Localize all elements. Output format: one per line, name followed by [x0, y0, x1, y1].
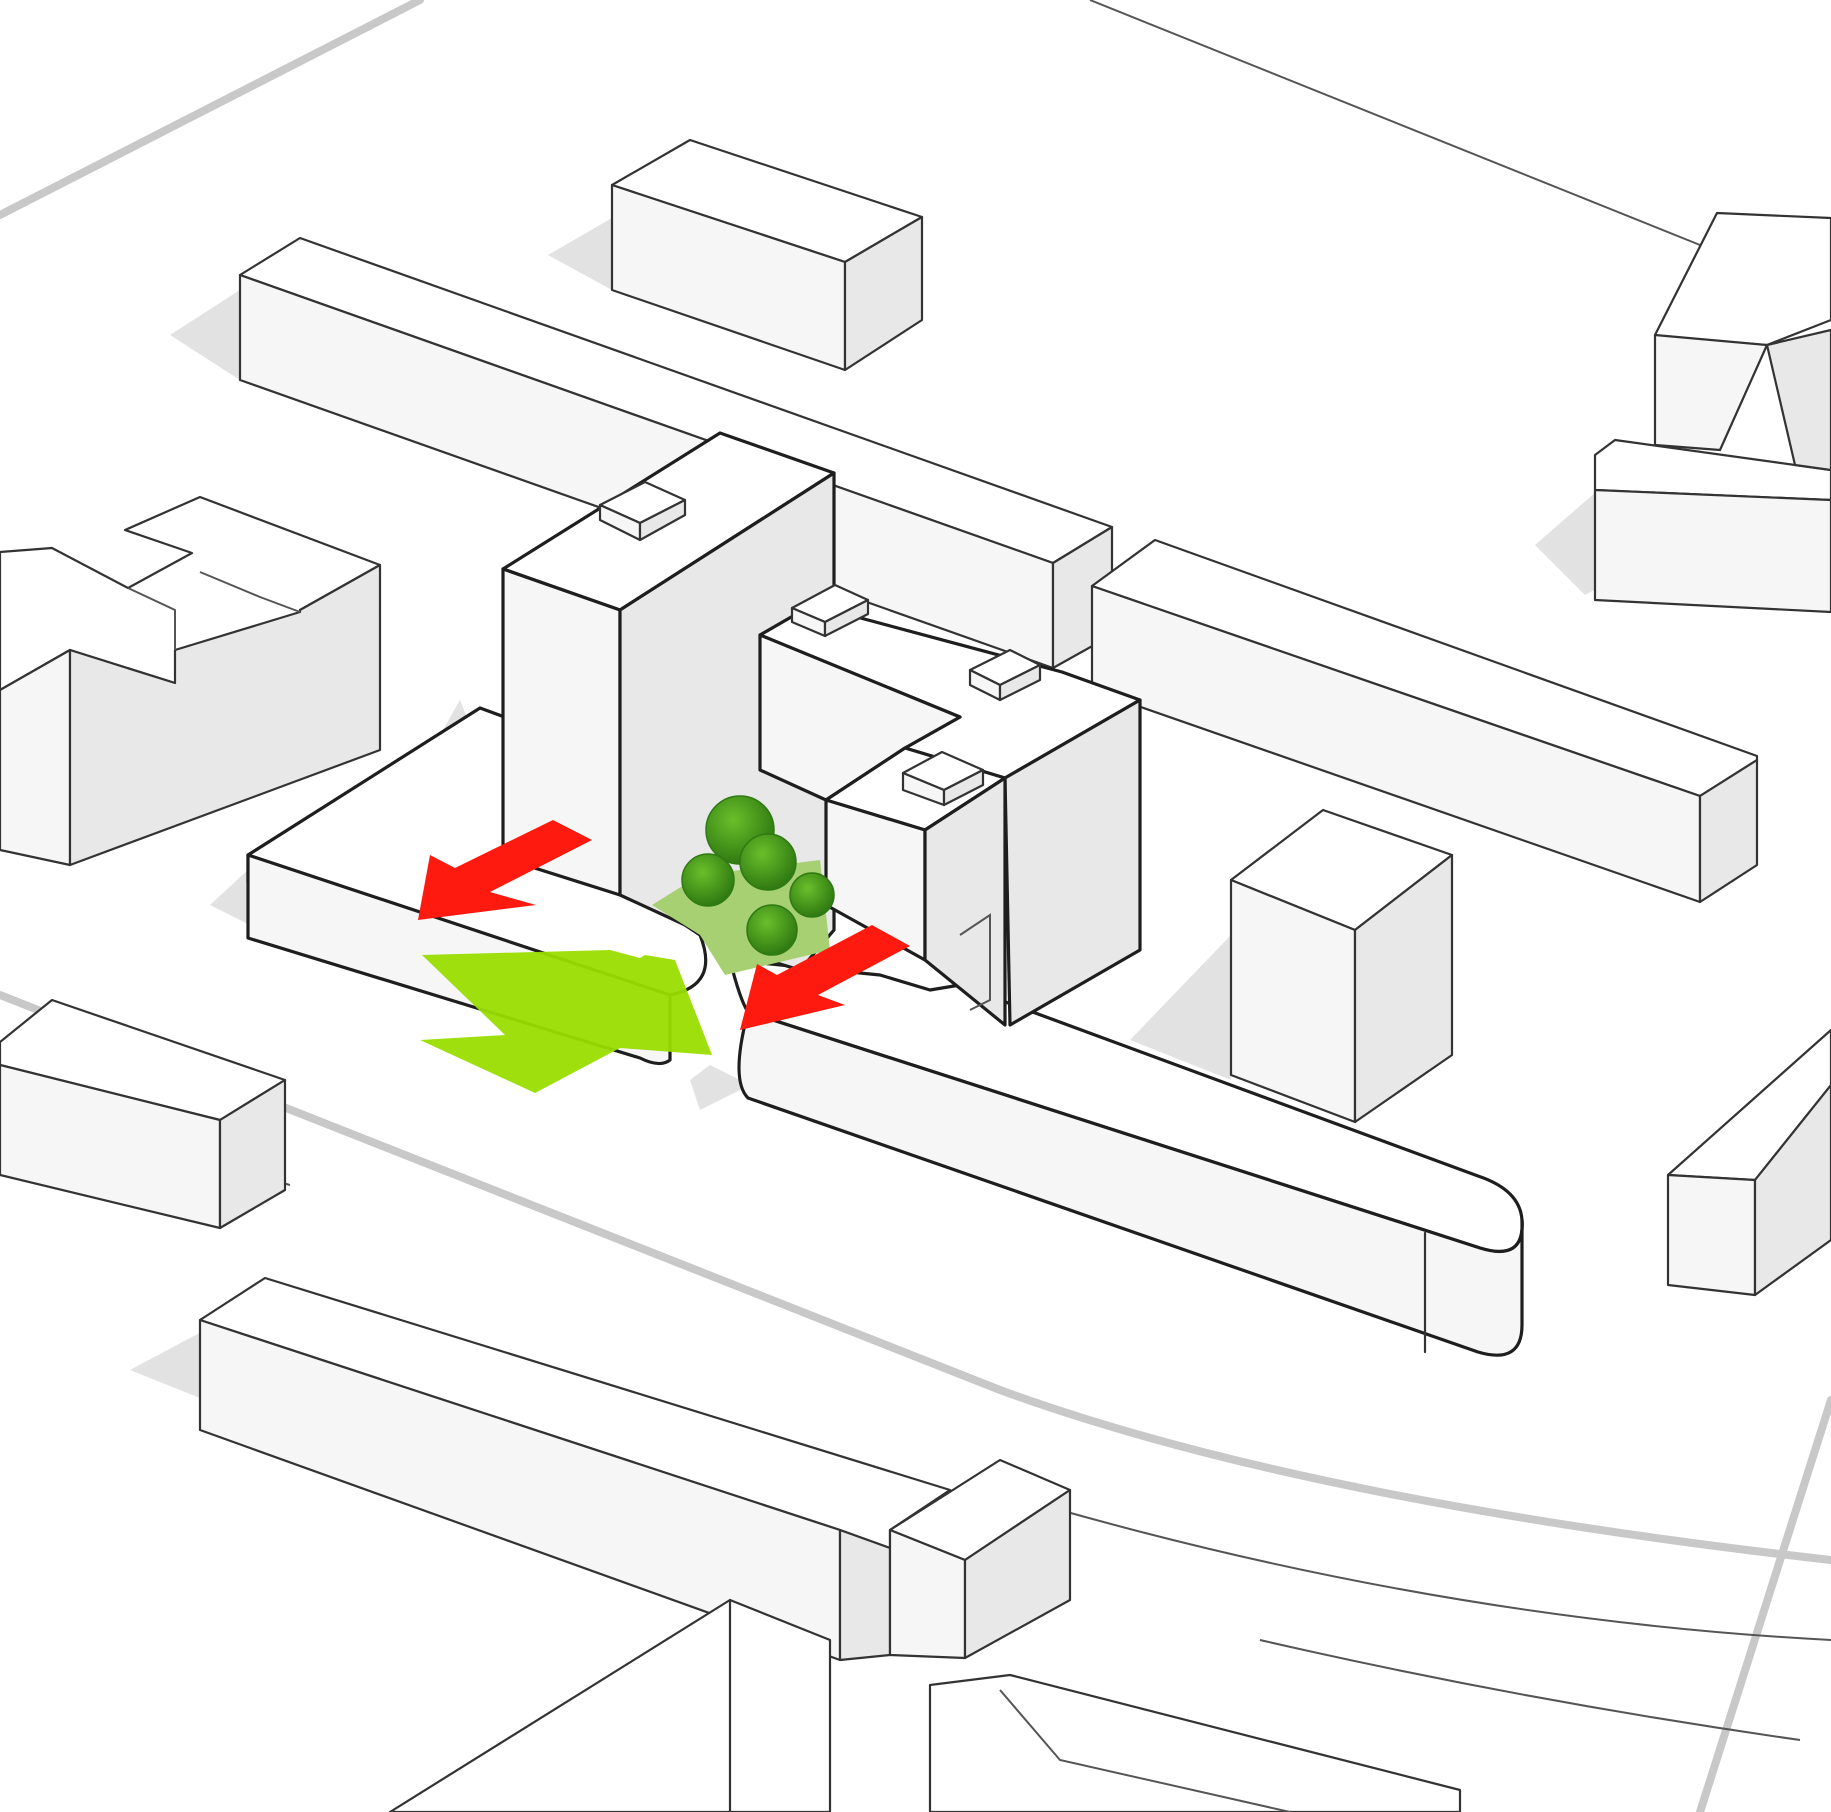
road-edge-bottom2 [1260, 1640, 1800, 1740]
road-edge-top [1090, 0, 1700, 245]
road-edge-bottom [1060, 1510, 1831, 1640]
buildings [0, 140, 1831, 1812]
road-top-left [0, 0, 420, 215]
building-northeast [1595, 213, 1831, 612]
shadow [170, 290, 240, 380]
green-entry-arrow [420, 950, 712, 1093]
building-east-edge [1668, 1030, 1831, 1295]
building-tower-east [1231, 810, 1452, 1122]
tree [790, 873, 834, 917]
tree [740, 834, 796, 890]
shadow [210, 868, 250, 925]
building-south-slab [200, 1278, 1070, 1660]
building-southwest [0, 1000, 285, 1228]
road-right [1700, 1400, 1831, 1812]
shadow [548, 218, 612, 290]
tree [747, 905, 797, 955]
building-top-small [612, 140, 922, 370]
tree [682, 854, 734, 906]
shadow [130, 1330, 205, 1400]
